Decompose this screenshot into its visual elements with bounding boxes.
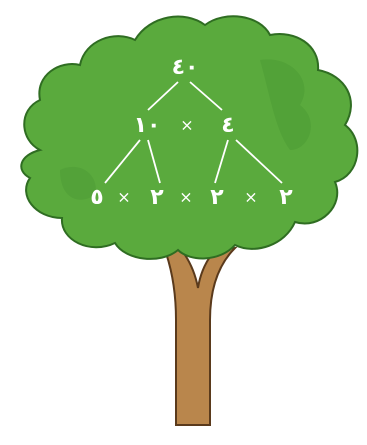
- tree-canopy: [21, 16, 357, 259]
- tree-trunk: [165, 248, 235, 425]
- root-number: ٤٠: [172, 55, 199, 80]
- leaf-operator-3: ×: [244, 188, 257, 207]
- leaf-operator-1: ×: [117, 188, 130, 207]
- level1-left-number: ١٠: [134, 113, 161, 138]
- leaf-number-2: ٢: [150, 185, 164, 210]
- level1-right-number: ٤: [221, 113, 234, 138]
- level1-operator: ×: [180, 116, 193, 135]
- leaf-number-3: ٢: [210, 185, 224, 210]
- leaf-number-1: ٥: [90, 185, 103, 210]
- leaf-operator-2: ×: [179, 188, 192, 207]
- leaf-number-4: ٢: [279, 185, 293, 210]
